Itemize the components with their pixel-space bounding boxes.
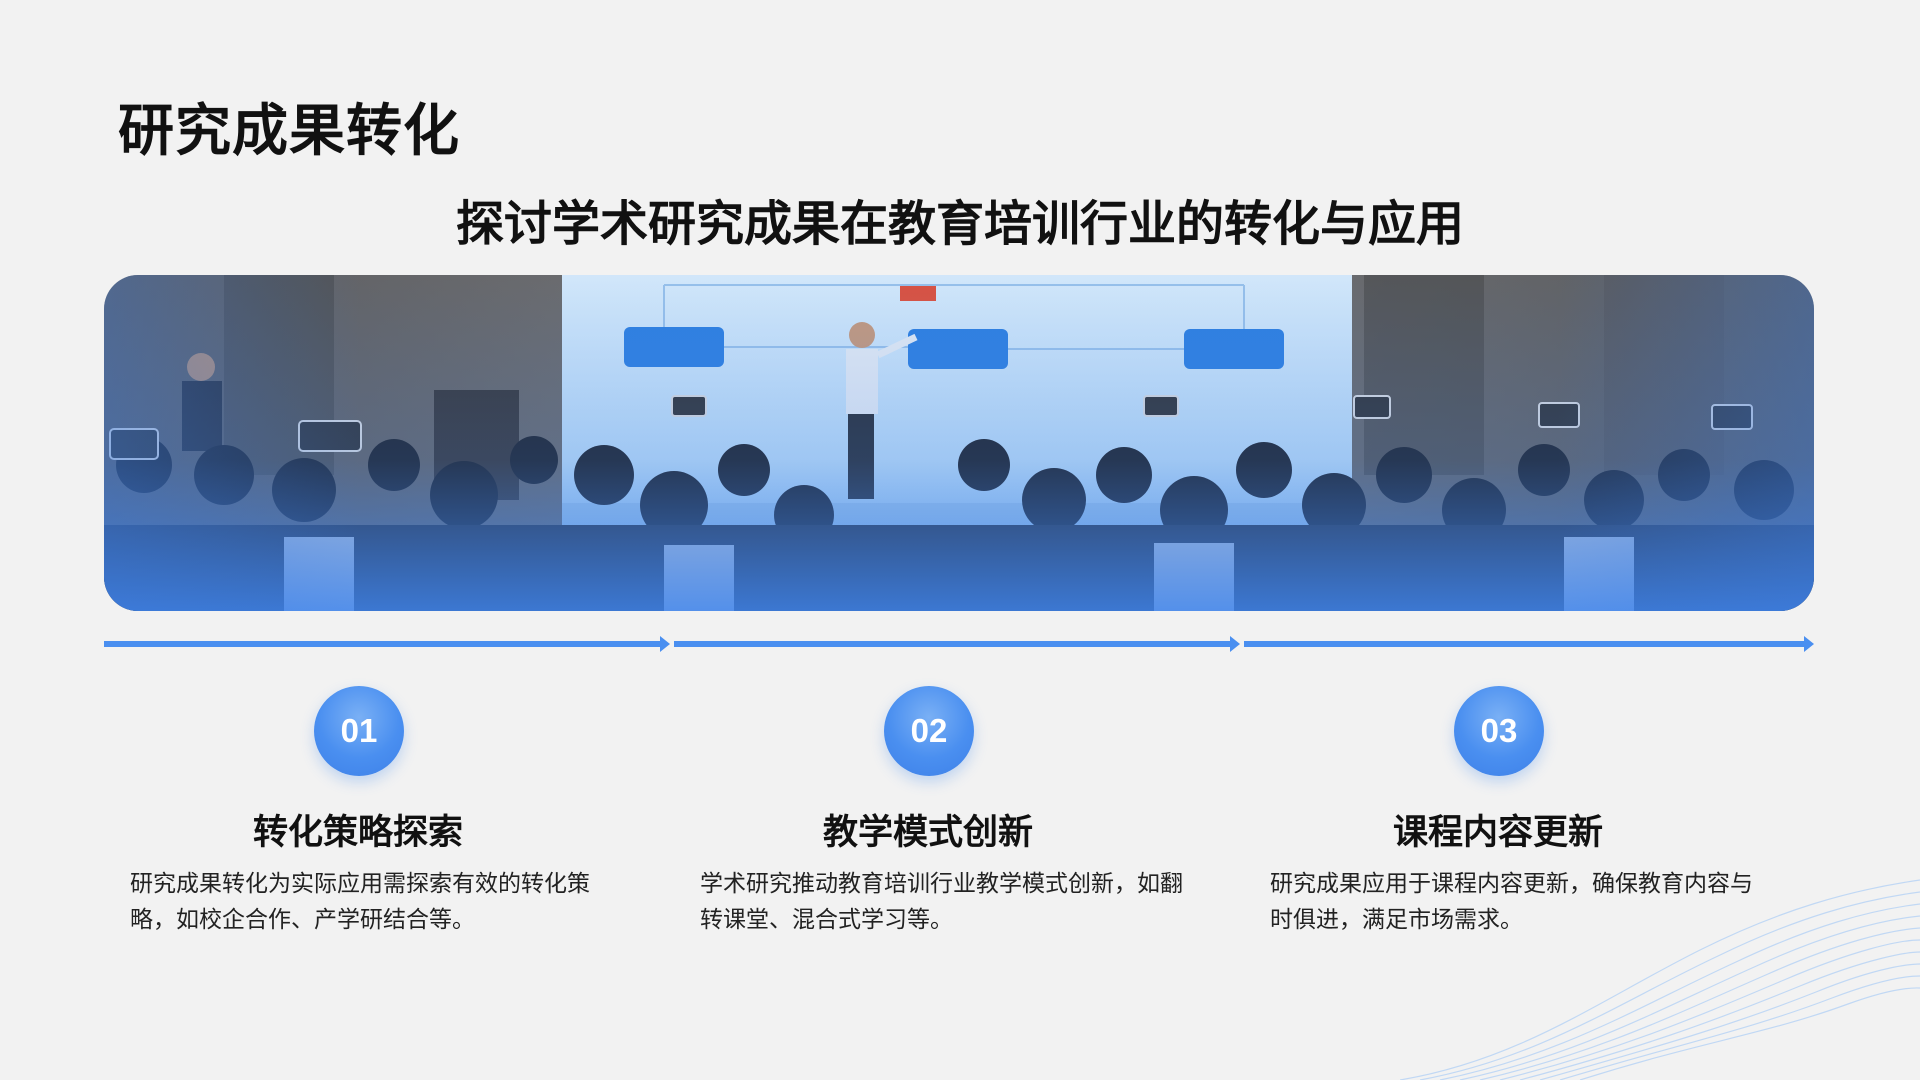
step-description: 研究成果转化为实际应用需探索有效的转化策略，如校企合作、产学研结合等。 <box>130 871 590 933</box>
step-description: 学术研究推动教育培训行业教学模式创新，如翻转课堂、混合式学习等。 <box>700 871 1183 933</box>
step-number-badge: 01 <box>314 686 404 776</box>
step-title: 课程内容更新 <box>1392 813 1603 853</box>
timeline-arrow-2 <box>674 636 1240 652</box>
step-number-badge: 02 <box>884 686 974 776</box>
conference-photo <box>104 275 1814 611</box>
page-subtitle: 探讨学术研究成果在教育培训行业的转化与应用 <box>455 196 1464 252</box>
step-description: 研究成果应用于课程内容更新，确保教育内容与时俱进，满足市场需求。 <box>1270 871 1753 933</box>
timeline-arrow-3 <box>1244 636 1814 652</box>
step-number-badge: 03 <box>1454 686 1544 776</box>
step-title: 转化策略探索 <box>252 813 463 853</box>
timeline-arrows <box>104 636 1814 652</box>
page-title: 研究成果转化 <box>118 99 460 164</box>
step-title: 教学模式创新 <box>822 813 1033 853</box>
decorative-wave-lines <box>1400 879 1920 1080</box>
timeline-arrow-1 <box>104 636 670 652</box>
